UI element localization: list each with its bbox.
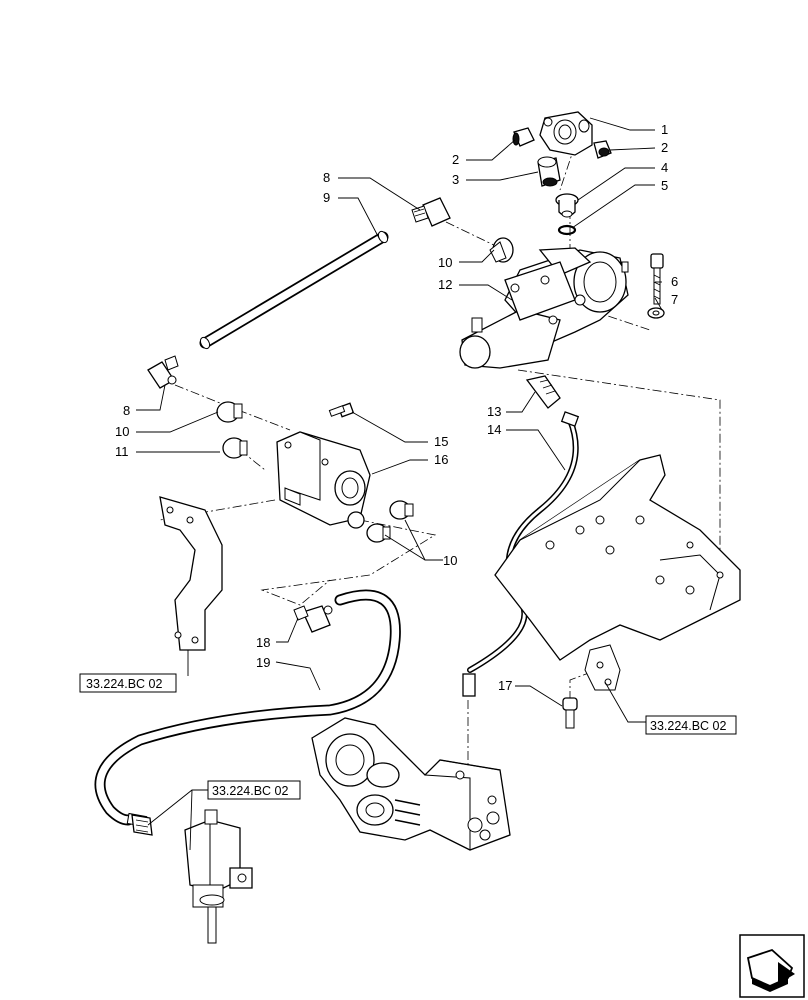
callout-19: 19 bbox=[256, 655, 270, 670]
reference-box-bottom-label: 33.224.BC 02 bbox=[212, 784, 288, 798]
mounting-frame bbox=[494, 454, 741, 691]
elbow-fitting-13 bbox=[525, 375, 561, 409]
main-valve-12 bbox=[459, 247, 629, 369]
callout-10-left: 10 bbox=[115, 424, 129, 439]
union-fitting-3 bbox=[537, 156, 561, 187]
rigid-tube-14 bbox=[462, 411, 580, 697]
callout-8-left: 8 bbox=[123, 403, 130, 418]
reference-box-left[interactable]: 33.224.BC 02 bbox=[79, 673, 177, 693]
plug-11 bbox=[222, 437, 248, 459]
plug-10-lower-b bbox=[366, 523, 391, 543]
hydraulic-manifold bbox=[311, 717, 511, 851]
plug-10-top bbox=[489, 237, 514, 263]
callout-18: 18 bbox=[256, 635, 270, 650]
fitting-bottom-left bbox=[131, 814, 153, 836]
callout-14: 14 bbox=[487, 422, 501, 437]
reference-box-bottom[interactable]: 33.224.BC 02 bbox=[207, 780, 301, 800]
callout-3: 3 bbox=[452, 172, 459, 187]
o-ring-5 bbox=[557, 224, 577, 236]
callout-7: 7 bbox=[671, 292, 678, 307]
reference-box-left-label: 33.224.BC 02 bbox=[86, 677, 162, 691]
callout-10-lower: 10 bbox=[443, 553, 457, 568]
leader-lines bbox=[136, 117, 663, 851]
callout-15: 15 bbox=[434, 434, 448, 449]
washer-7 bbox=[647, 307, 665, 319]
valve-body-top bbox=[539, 111, 593, 156]
bolt-15 bbox=[328, 402, 355, 418]
callout-8-top: 8 bbox=[323, 170, 330, 185]
reference-box-right[interactable]: 33.224.BC 02 bbox=[645, 715, 737, 735]
callout-2-right: 2 bbox=[661, 140, 668, 155]
callout-labels: 1 2 2 3 4 5 8 9 10 12 6 7 8 10 11 13 14 … bbox=[115, 122, 678, 693]
callout-11: 11 bbox=[115, 444, 129, 459]
solenoid-coil bbox=[184, 809, 253, 944]
callout-4: 4 bbox=[661, 160, 668, 175]
callout-17: 17 bbox=[498, 678, 512, 693]
callout-2-left: 2 bbox=[452, 152, 459, 167]
callout-1: 1 bbox=[661, 122, 668, 137]
screw-17 bbox=[562, 697, 578, 729]
next-page-arrow-icon[interactable] bbox=[739, 934, 805, 998]
callout-16: 16 bbox=[434, 452, 448, 467]
plug-10-left bbox=[216, 401, 243, 423]
callout-6: 6 bbox=[671, 274, 678, 289]
callout-12: 12 bbox=[438, 277, 452, 292]
elbow-fitting-8-left bbox=[147, 355, 179, 389]
bracket-left bbox=[159, 496, 223, 651]
valve-block-16 bbox=[276, 431, 371, 529]
callout-5: 5 bbox=[661, 178, 668, 193]
rigid-tube-9 bbox=[199, 230, 389, 350]
elbow-fitting-8-top bbox=[411, 197, 451, 227]
plug-fitting-2a bbox=[512, 127, 535, 147]
plug-10-lower-a bbox=[389, 500, 414, 520]
adapter-4 bbox=[555, 193, 579, 218]
reference-box-right-label: 33.224.BC 02 bbox=[650, 719, 726, 733]
callout-9: 9 bbox=[323, 190, 330, 205]
bolt-6 bbox=[650, 253, 664, 305]
plug-fitting-2b bbox=[593, 140, 612, 159]
elbow-fitting-18 bbox=[293, 605, 333, 633]
callout-13: 13 bbox=[487, 404, 501, 419]
callout-10-top: 10 bbox=[438, 255, 452, 270]
